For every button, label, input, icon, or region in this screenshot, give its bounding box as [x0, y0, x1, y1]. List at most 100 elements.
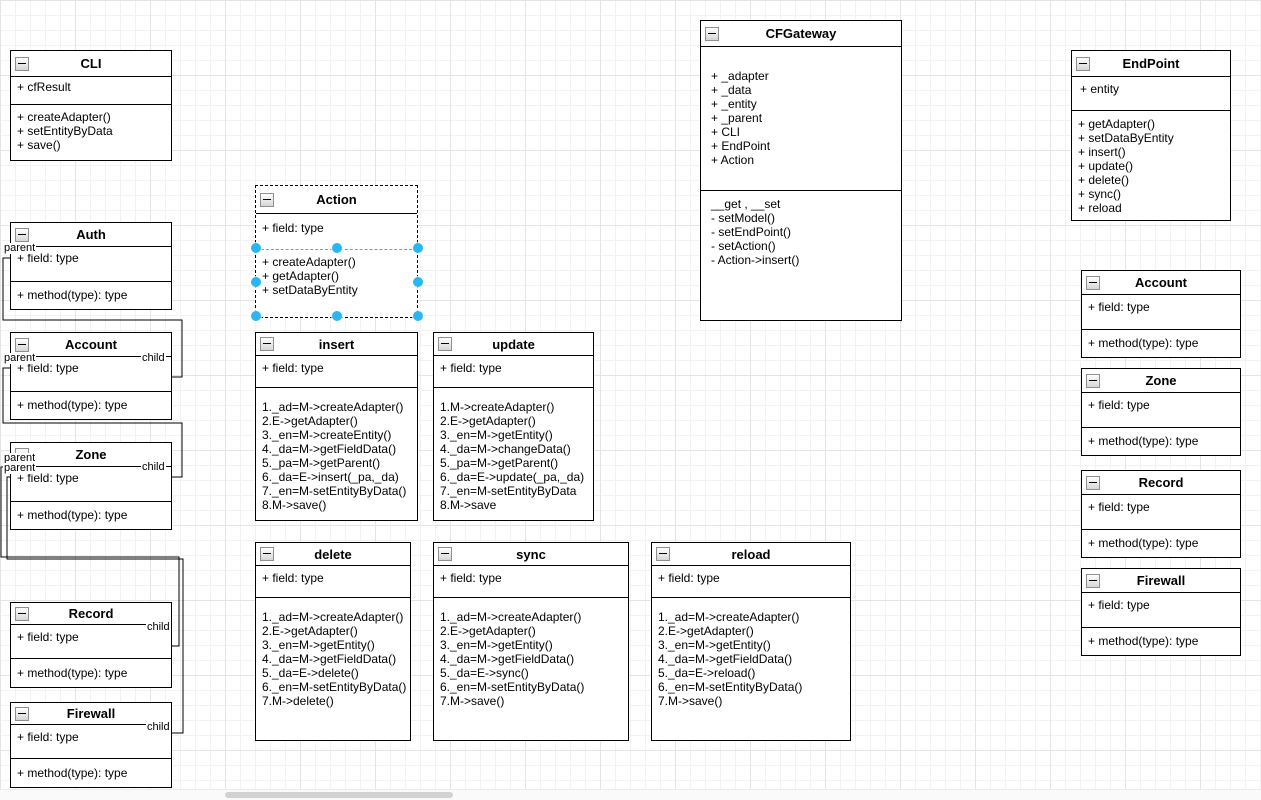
collapse-icon[interactable]: [260, 192, 274, 207]
collapse-icon[interactable]: [15, 227, 29, 242]
field-line: + field: type: [1088, 598, 1150, 612]
class-box-update[interactable]: update + field: type 1.M->createAdapter(…: [433, 332, 594, 521]
edge-label-parent[interactable]: parent: [3, 242, 37, 254]
collapse-icon[interactable]: [15, 606, 29, 621]
class-box-endpoint[interactable]: EndPoint + entity + getAdapter()+ setDat…: [1071, 50, 1231, 221]
fields-compartment: + field: type: [1082, 495, 1240, 529]
collapse-icon[interactable]: [1086, 475, 1100, 490]
edge-label-child[interactable]: child: [146, 621, 171, 633]
selection-handle[interactable]: [251, 243, 261, 253]
edge-label-child[interactable]: child: [146, 721, 171, 733]
method-line: 4._da=M->getFieldData(): [262, 442, 397, 456]
collapse-icon[interactable]: [260, 547, 274, 561]
class-title-bar: Account: [1082, 271, 1240, 295]
method-line: + reload: [1078, 201, 1122, 215]
class-box-cfgateway[interactable]: CFGateway + _adapter+ _data+ _entity+ _p…: [700, 20, 902, 321]
method-line: 6._da=E->insert(_pa,_da): [262, 470, 399, 484]
class-box-record-left[interactable]: Record + field: type + method(type): typ…: [10, 602, 172, 688]
class-box-zone-right[interactable]: Zone + field: type + method(type): type: [1081, 368, 1241, 456]
method-line: + getAdapter(): [262, 269, 340, 283]
method-line: 2.E->getAdapter(): [440, 624, 536, 638]
class-box-auth[interactable]: Auth + field: type + method(type): type: [10, 222, 172, 310]
edge-label-child[interactable]: child: [141, 461, 166, 473]
method-line: + setEntityByData: [17, 124, 113, 138]
methods-compartment: + method(type): type: [1082, 427, 1240, 455]
collapse-icon[interactable]: [260, 337, 274, 351]
class-title-bar: CLI: [11, 51, 171, 77]
field-line: + _parent: [711, 111, 763, 125]
collapse-icon[interactable]: [1086, 275, 1100, 290]
fields-compartment: + entity: [1072, 77, 1230, 110]
field-line: + field: type: [17, 730, 79, 744]
method-line: + setDataByEntity: [1078, 131, 1174, 145]
class-box-account-right[interactable]: Account + field: type + method(type): ty…: [1081, 270, 1241, 358]
selection-handle[interactable]: [413, 243, 423, 253]
selection-handle[interactable]: [413, 277, 423, 287]
class-title: Firewall: [66, 706, 116, 721]
horizontal-scrollbar[interactable]: [0, 789, 1261, 800]
class-box-action[interactable]: Action + field: type + createAdapter()+ …: [251, 185, 423, 321]
collapse-icon[interactable]: [15, 337, 29, 352]
class-title: CLI: [80, 56, 102, 71]
method-line: 6._da=E->update(_pa,_da): [440, 470, 585, 484]
edge-zone-firewall[interactable]: [6, 476, 184, 734]
fields-compartment: + field: type: [256, 356, 417, 387]
method-line: + method(type): type: [1088, 434, 1199, 448]
method-line: - setAction(): [711, 239, 776, 253]
edge-label-parent[interactable]: parent: [3, 462, 37, 474]
edge-label-parent[interactable]: parent: [3, 352, 37, 364]
class-title: Account: [1135, 275, 1187, 290]
collapse-icon[interactable]: [705, 26, 719, 41]
class-title-bar: Firewall: [1082, 569, 1240, 593]
horizontal-scrollbar-thumb[interactable]: [225, 792, 453, 798]
class-box-record-right[interactable]: Record + field: type + method(type): typ…: [1081, 470, 1241, 558]
selection-handle[interactable]: [332, 243, 342, 253]
methods-compartment: + method(type): type: [1082, 627, 1240, 655]
collapse-icon[interactable]: [15, 706, 29, 721]
method-line: + method(type): type: [1088, 634, 1199, 648]
collapse-icon[interactable]: [438, 547, 452, 561]
fields-compartment: + field: type: [434, 356, 593, 387]
collapse-icon[interactable]: [438, 337, 452, 351]
methods-compartment: + method(type): type: [11, 658, 171, 687]
collapse-icon[interactable]: [1076, 56, 1090, 71]
fields-compartment: + field: type: [1082, 295, 1240, 329]
class-box-reload[interactable]: reload + field: type 1._ad=M->createAdap…: [651, 542, 851, 741]
method-line: + createAdapter(): [17, 110, 111, 124]
method-line: + delete(): [1078, 173, 1130, 187]
collapse-icon[interactable]: [1086, 373, 1100, 388]
class-box-delete[interactable]: delete + field: type 1._ad=M->createAdap…: [255, 542, 411, 741]
class-box-cli[interactable]: CLI + cfResult + createAdapter()+ setEnt…: [10, 50, 172, 161]
fields-compartment: + field: type: [434, 566, 628, 597]
field-line: + field: type: [17, 251, 79, 265]
class-box-firewall-left[interactable]: Firewall + field: type + method(type): t…: [10, 702, 172, 788]
method-line: 7.M->save(): [658, 694, 723, 708]
field-line: + field: type: [262, 361, 324, 375]
collapse-icon[interactable]: [1086, 573, 1100, 588]
field-line: + field: type: [1088, 500, 1150, 514]
class-box-insert[interactable]: insert + field: type 1._ad=M->createAdap…: [255, 332, 418, 521]
class-box-sync[interactable]: sync + field: type 1._ad=M->createAdapte…: [433, 542, 629, 741]
fields-compartment: + field: type: [256, 214, 417, 249]
collapse-icon[interactable]: [656, 547, 670, 561]
method-line: - setEndPoint(): [711, 225, 792, 239]
class-box-account-left[interactable]: Account + field: type + method(type): ty…: [10, 332, 172, 420]
edge-label-child[interactable]: child: [141, 352, 166, 364]
method-line: 1._ad=M->createAdapter(): [262, 400, 404, 414]
selection-handle[interactable]: [251, 311, 261, 321]
method-line: 4._da=M->getFieldData(): [262, 652, 397, 666]
class-title-bar: EndPoint: [1072, 51, 1230, 77]
method-line: + insert(): [1078, 145, 1126, 159]
fields-compartment: + field: type: [1082, 593, 1240, 627]
edge-auth-account[interactable]: [2, 257, 183, 378]
edge-zone-record[interactable]: [0, 466, 180, 647]
selection-handle[interactable]: [251, 277, 261, 287]
selection-handle[interactable]: [332, 311, 342, 321]
class-box-firewall-right[interactable]: Firewall + field: type + method(type): t…: [1081, 568, 1241, 656]
collapse-icon[interactable]: [15, 56, 29, 71]
edge-label-parent[interactable]: parent: [3, 452, 37, 464]
class-title: Action: [316, 192, 357, 207]
selection-handle[interactable]: [413, 311, 423, 321]
edge-account-zone[interactable]: [2, 367, 183, 478]
